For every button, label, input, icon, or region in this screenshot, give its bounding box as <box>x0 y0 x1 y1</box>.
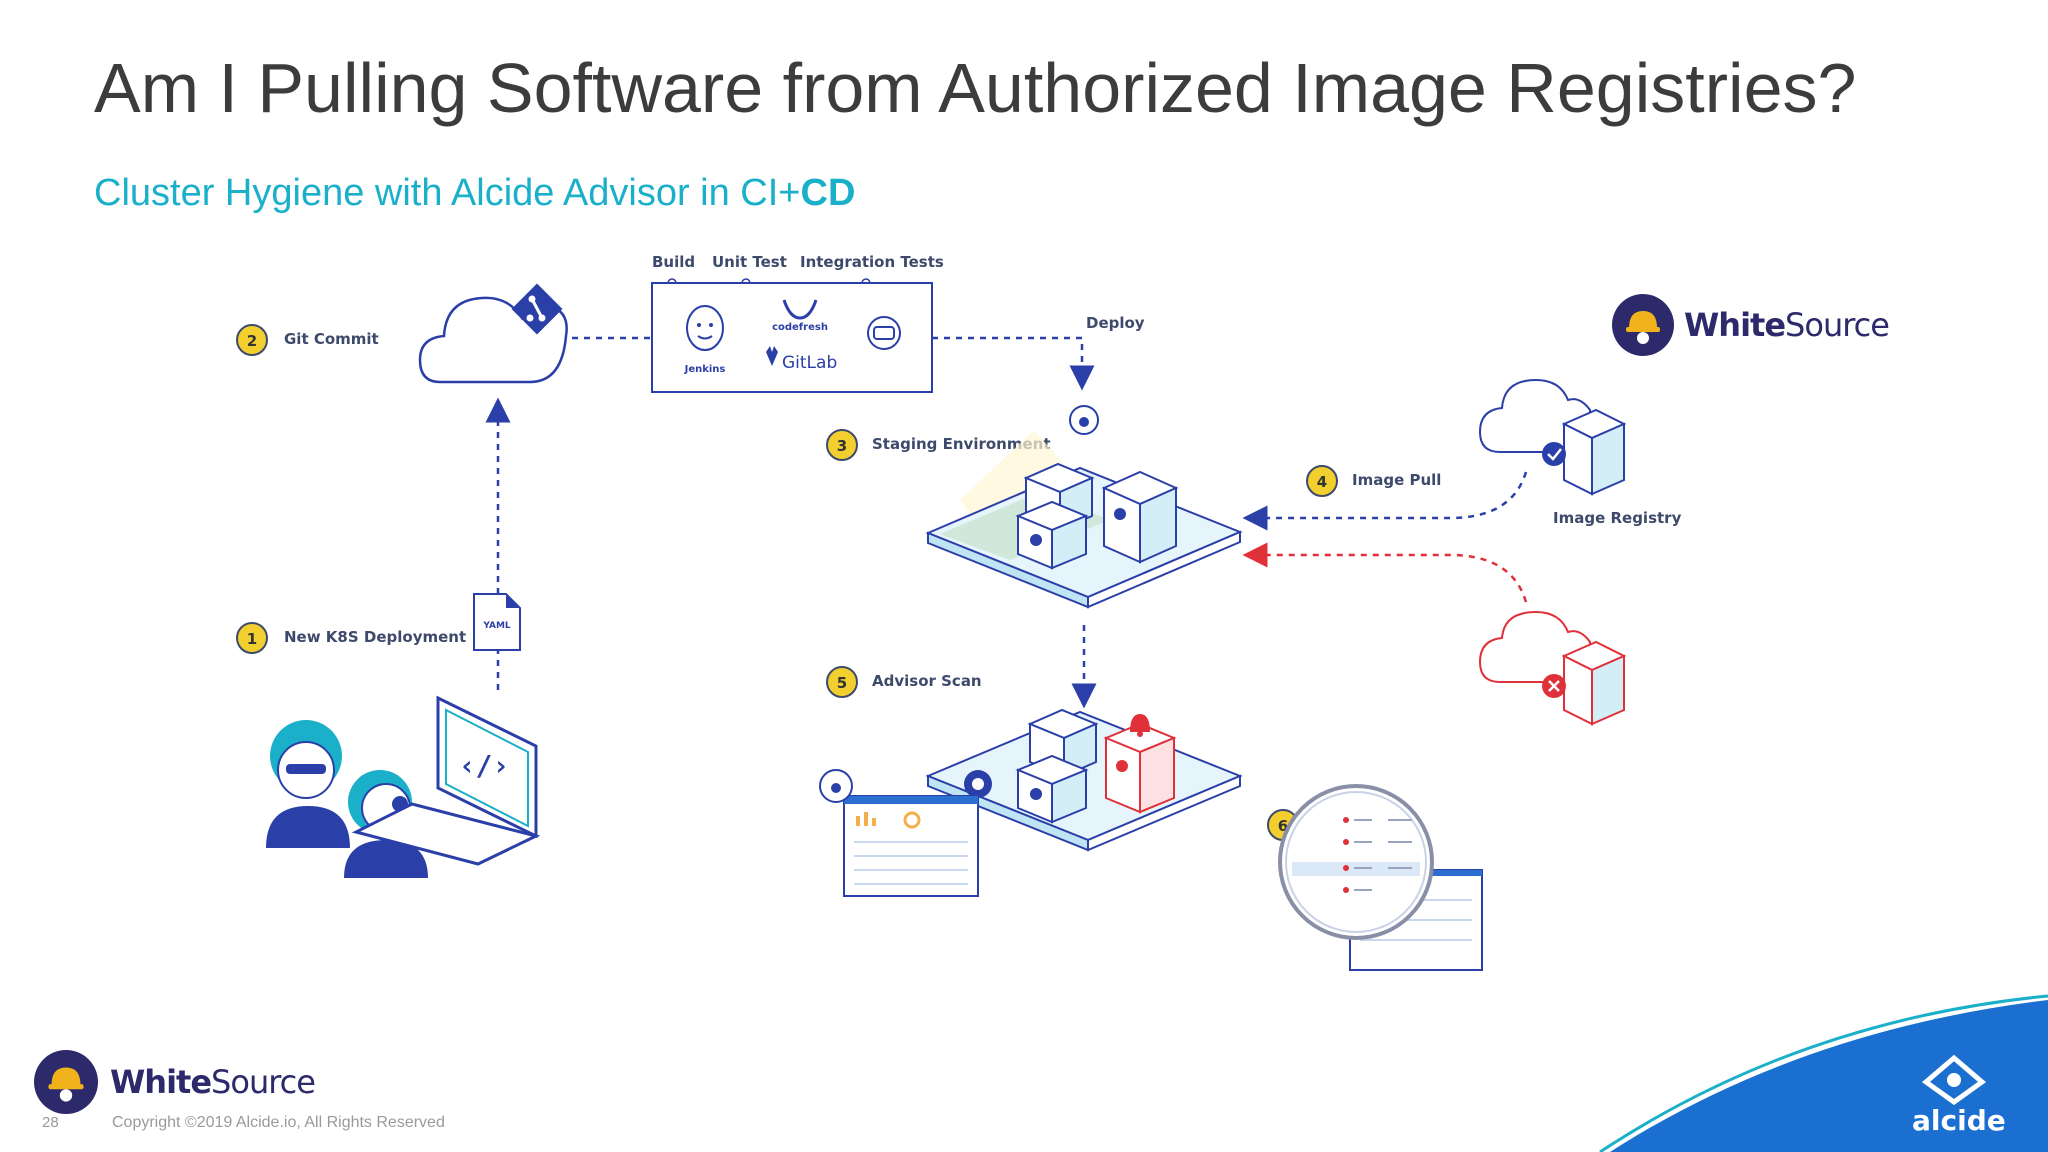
jenkins-icon <box>686 305 724 351</box>
laptop-icon: ‹/› <box>351 695 541 866</box>
magnifier-icon <box>1278 784 1434 940</box>
alcide-logo-text: alcide <box>1912 1104 2006 1137</box>
whitesource-logo-bottom: WhiteSource <box>34 1050 316 1114</box>
whitesource-bold: White <box>1684 306 1786 344</box>
staging-environment <box>925 405 1243 609</box>
image-registry-label: Image Registry <box>1553 509 1682 527</box>
pipeline: Build Unit Test Integration Tests Jenkin… <box>651 253 944 393</box>
git-cloud <box>418 283 568 384</box>
svg-text:5: 5 <box>837 674 847 692</box>
arrow-pipeline-to-staging <box>932 336 1095 391</box>
git-icon <box>511 283 563 335</box>
copyright-text: Copyright ©2019 Alcide.io, All Rights Re… <box>112 1114 445 1131</box>
codefresh-label: codefresh <box>772 322 828 333</box>
container-cube <box>1015 500 1089 570</box>
pipeline-stage-integration: Integration Tests <box>800 253 944 271</box>
svg-text:‹/›: ‹/› <box>459 749 510 782</box>
arrow-image-pull <box>1242 471 1528 531</box>
svg-text:Image Pull: Image Pull <box>1352 471 1441 489</box>
arrow-unauthorized-pull <box>1242 542 1528 603</box>
svg-text:Staging Environment: Staging Environment <box>872 435 1051 453</box>
alcide-logo-icon <box>1921 1054 1987 1106</box>
alert-bell-icon <box>1130 714 1150 737</box>
error-x-icon <box>1542 674 1566 698</box>
whitesource-logo-top: WhiteSource <box>1612 294 1890 356</box>
slide-title: Am I Pulling Software from Authorized Im… <box>94 49 1857 127</box>
whitesource-light: Source <box>1785 306 1890 344</box>
container-cube <box>1015 754 1089 824</box>
step-2: 2 Git Commit <box>236 324 379 356</box>
slide-subtitle: Cluster Hygiene with Alcide Advisor in C… <box>94 172 855 215</box>
pipeline-stage-unit-test: Unit Test <box>712 253 787 271</box>
gitlab-icon <box>766 346 778 366</box>
flow-lines <box>485 336 1528 709</box>
integration-tool-icon <box>867 316 901 350</box>
codefresh-icon <box>782 299 818 320</box>
whitesource-helmet-icon <box>34 1050 98 1114</box>
subtitle-bold: CD <box>800 172 856 214</box>
jenkins-label: Jenkins <box>684 364 726 375</box>
whitesource-helmet-icon <box>1612 294 1674 356</box>
alcide-corner-graphic <box>1599 994 2048 1152</box>
whitesource-bold: White <box>110 1063 212 1101</box>
gitlab-label: GitLab <box>782 353 837 373</box>
deploy-label: Deploy <box>1086 314 1145 332</box>
svg-text:2: 2 <box>247 332 257 350</box>
svg-text:Advisor Scan: Advisor Scan <box>872 672 982 690</box>
scan-report <box>1278 784 1483 971</box>
advisor-dashboard <box>843 795 979 897</box>
step-3: 3 Staging Environment <box>826 429 1051 461</box>
kubernetes-icon <box>964 770 992 798</box>
flagged-container-cube <box>1103 722 1177 814</box>
svg-text:3: 3 <box>837 437 847 455</box>
authorized-registry <box>1478 378 1627 496</box>
subtitle-main: Cluster Hygiene with Alcide Advisor in C… <box>94 172 801 214</box>
step-5: 5 Advisor Scan <box>826 666 982 698</box>
svg-text:Git Commit: Git Commit <box>284 330 379 348</box>
alcide-mascot-icon <box>1069 405 1099 435</box>
developers-illustration: ‹/› <box>266 695 541 878</box>
whitesource-light: Source <box>211 1063 316 1101</box>
svg-text:New K8S Deployment: New K8S Deployment <box>284 628 466 646</box>
svg-text:6: 6 <box>1278 817 1288 835</box>
svg-text:4: 4 <box>1317 473 1327 491</box>
pipeline-stage-build: Build <box>652 253 695 271</box>
alcide-mascot-icon <box>819 769 853 803</box>
advisor-scan-environment <box>819 708 1243 897</box>
yaml-label: YAML <box>482 621 511 631</box>
unauthorized-registry <box>1478 610 1627 726</box>
check-icon <box>1542 442 1566 466</box>
yaml-file-icon: YAML <box>473 593 521 651</box>
page-number: 28 <box>42 1114 59 1131</box>
step-4: 4 Image Pull <box>1306 465 1441 497</box>
container-cube <box>1101 470 1179 564</box>
step-1: 1 New K8S Deployment <box>236 622 466 654</box>
svg-text:1: 1 <box>247 630 257 648</box>
